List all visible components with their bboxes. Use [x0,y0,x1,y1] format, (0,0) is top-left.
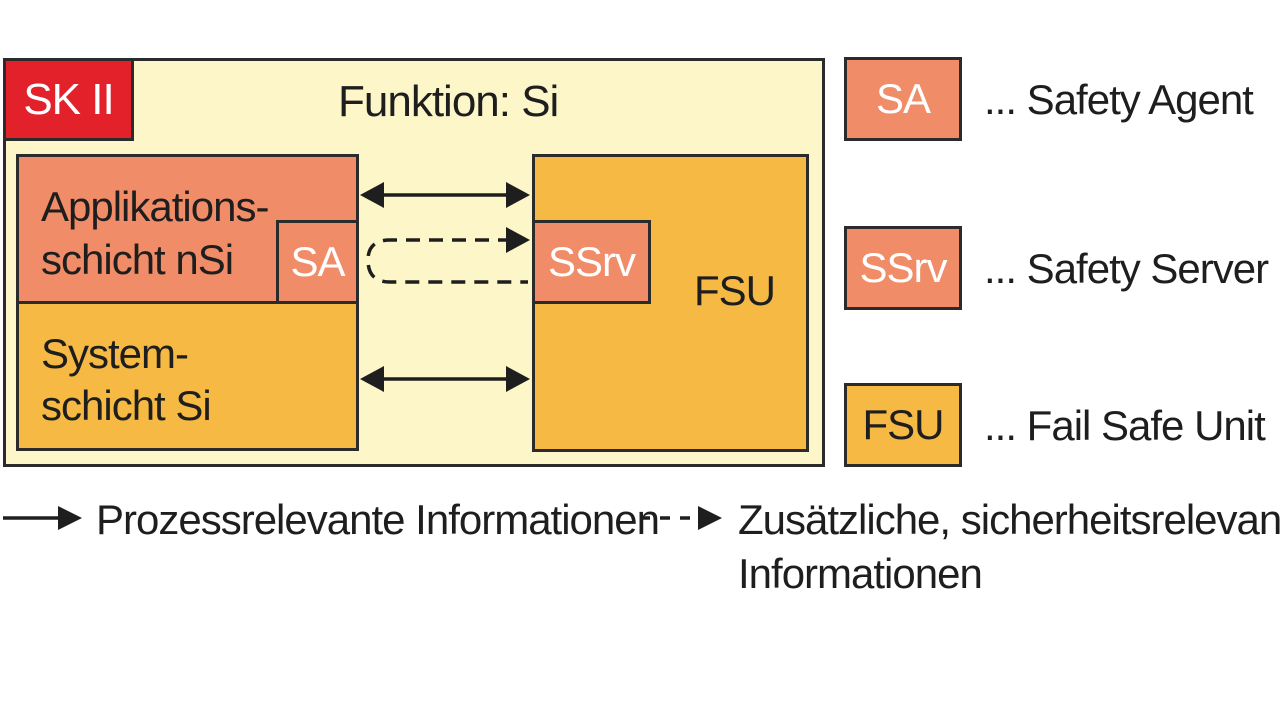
legend-sa-swatch: SA [844,57,962,141]
safety-agent-label: SA [290,238,345,285]
system-layer-line1: System- [41,330,189,377]
system-layer-box: System- schicht Si [16,299,359,451]
sk-label: SK II [23,74,114,124]
safety-server-label: SSrv [547,238,636,285]
legend-ssrv-swatch: SSrv [844,226,962,310]
sk-badge: SK II [3,58,134,141]
dashed-arrow-label-line2: Informationen [738,550,983,597]
safety-agent-box: SA [276,220,359,304]
application-layer-line1: Applikations- [41,183,269,230]
legend-sa-desc: ... Safety Agent [984,76,1254,123]
system-layer-line2: schicht Si [41,382,212,429]
legend-ssrv-abbr: SSrv [859,244,947,291]
solid-arrow-label: Prozessrelevante Informationen [96,496,660,543]
function-title: Funktion: Si [338,77,559,126]
legend-fsu-abbr: FSU [862,401,945,448]
legend-fsu-swatch: FSU [844,383,962,467]
safety-server-box: SSrv [532,220,651,304]
fsu-label: FSU [694,267,776,314]
legend-ssrv-desc: ... Safety Server [984,245,1269,292]
application-layer-line2: schicht nSi [41,236,234,283]
application-layer-box: Applikations- schicht nSi [16,154,359,304]
legend-fsu-desc: ... Fail Safe Unit [984,402,1266,449]
dashed-arrow-label-line1: Zusätzliche, sicherheitsrelevante [738,496,1280,543]
legend-solid-arrow [3,506,82,530]
legend-sa-abbr: SA [875,75,931,122]
